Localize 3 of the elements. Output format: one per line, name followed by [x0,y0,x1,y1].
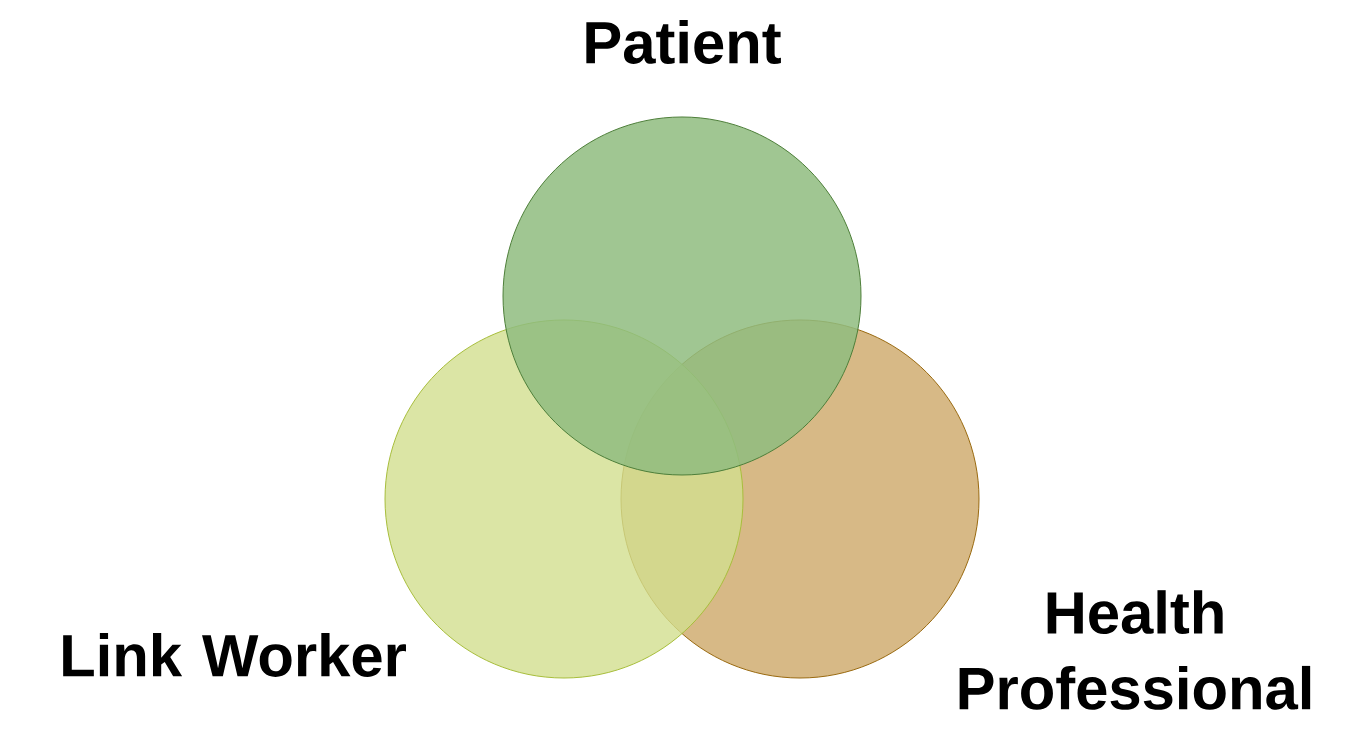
circle-label: Patient [586,20,781,64]
circle-label: Health Professional [959,590,1311,710]
circle-label: Link Worker [63,633,406,677]
